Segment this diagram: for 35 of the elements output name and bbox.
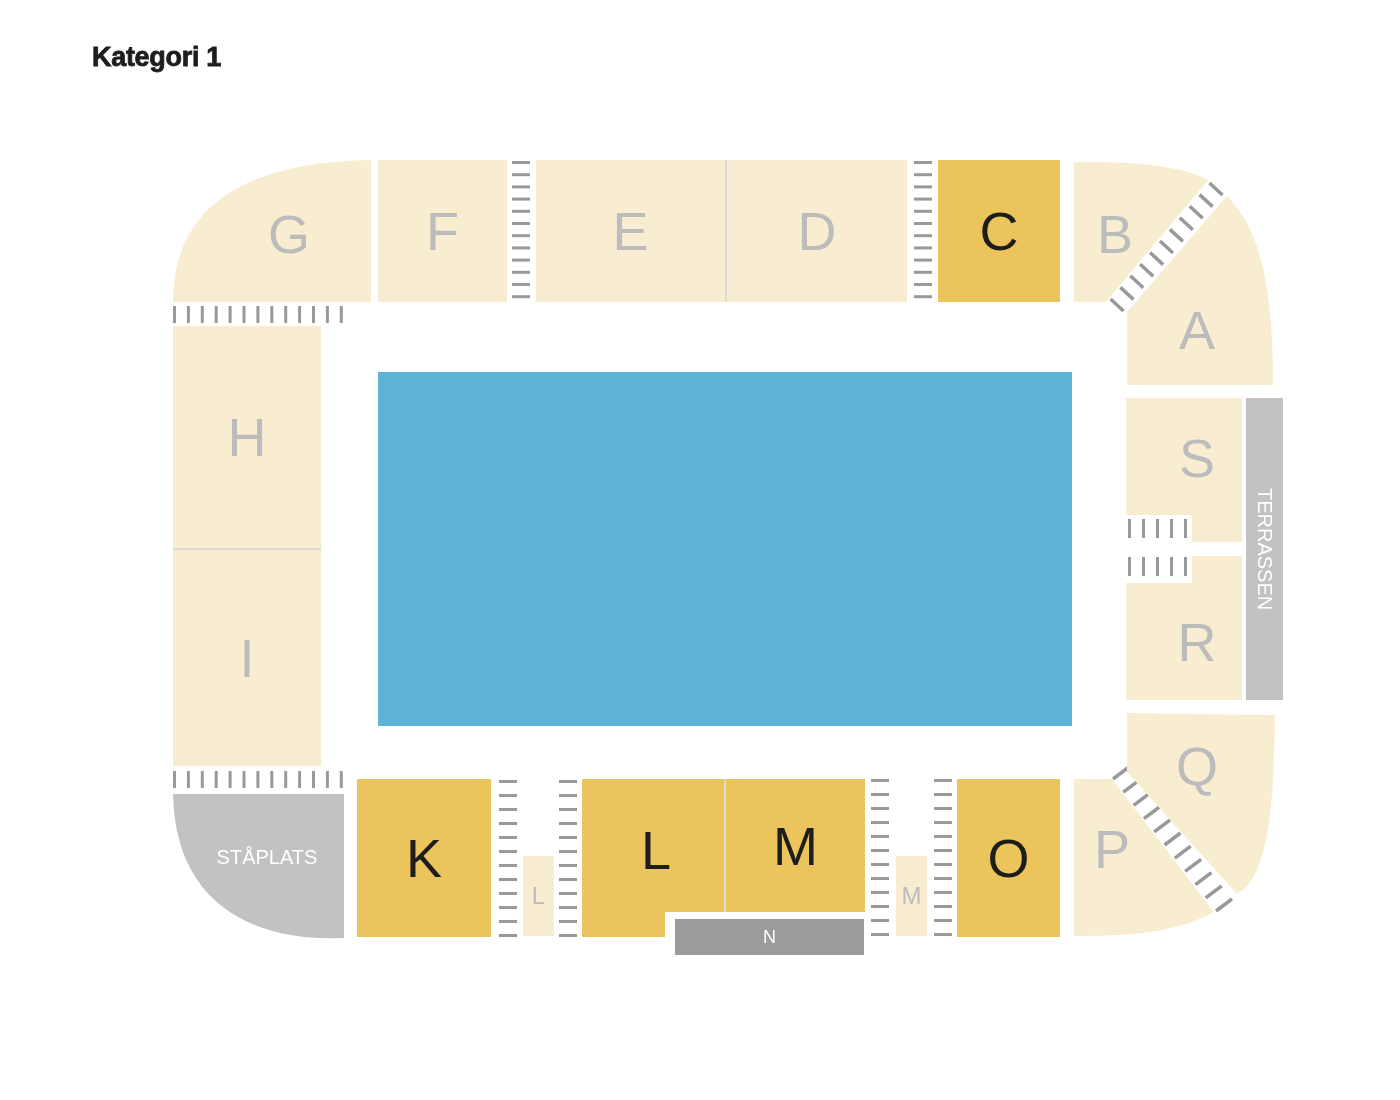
seating-section	[357, 779, 491, 937]
section-label: L	[641, 823, 671, 877]
section-label: B	[1097, 207, 1133, 261]
seating-section	[938, 160, 1060, 302]
section-label: F	[426, 204, 459, 258]
seating-section	[378, 160, 507, 302]
seating-section	[675, 919, 864, 955]
seating-section	[724, 779, 865, 912]
section-label: G	[268, 207, 310, 261]
seating-section	[957, 779, 1060, 937]
section-label: H	[227, 410, 267, 464]
map-title: Kategori 1	[92, 44, 222, 71]
section-label: E	[612, 204, 649, 258]
seating-section	[896, 856, 927, 936]
section-label: STÅPLATS	[216, 847, 318, 867]
section-label: A	[1179, 303, 1215, 357]
section-label: D	[797, 204, 837, 258]
section-label: R	[1177, 615, 1217, 669]
section-label: P	[1094, 822, 1130, 876]
seating-section	[536, 160, 725, 302]
section-label: K	[406, 831, 442, 885]
standing-area	[1246, 398, 1283, 700]
section-label: M	[901, 884, 922, 908]
section-label: TERRASSEN	[1254, 487, 1275, 611]
seating-section	[173, 548, 321, 766]
section-label: O	[987, 831, 1030, 885]
seating-section	[173, 326, 321, 548]
section-label: L	[531, 884, 546, 908]
section-label: S	[1179, 431, 1215, 485]
section-label: N	[763, 928, 776, 946]
seating-section	[725, 160, 907, 302]
section-label: I	[239, 631, 255, 685]
section-label: M	[773, 818, 818, 873]
seating-section	[523, 856, 554, 936]
section-label: C	[979, 204, 1019, 258]
